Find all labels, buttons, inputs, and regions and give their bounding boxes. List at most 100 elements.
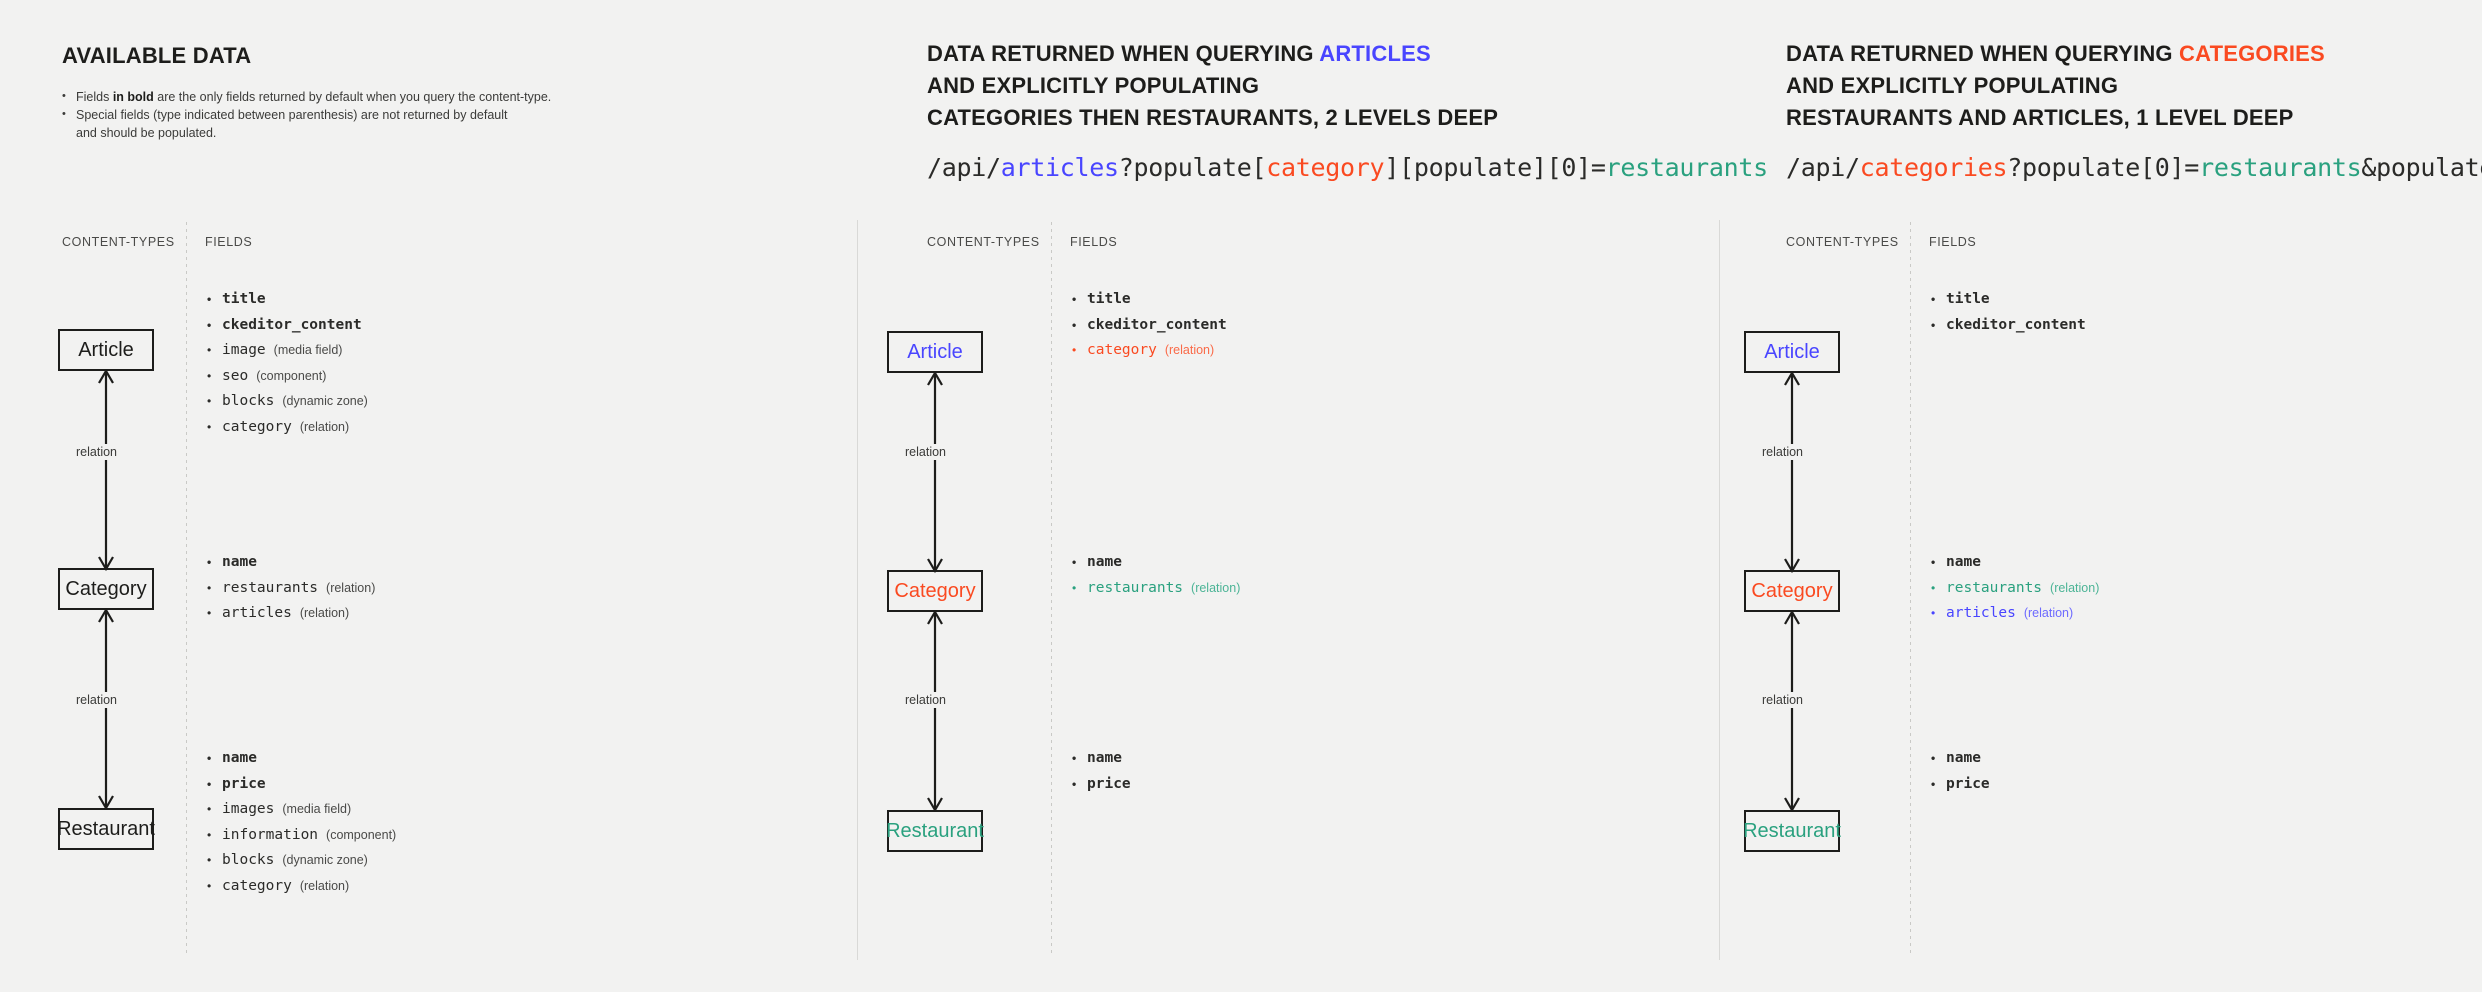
label-fields-articles: FIELDS [1070,235,1118,249]
label-fields-categories: FIELDS [1929,235,1977,249]
content-type-box-article-articles[interactable]: Article [887,331,983,373]
field-list-restaurant-available: namepriceimages(media field) information (… [205,746,396,899]
field-name: category [222,877,292,894]
field-name: price [1087,775,1131,792]
field-name: restaurants [1087,579,1184,596]
content-type-label: Category [894,580,976,602]
content-type-box-article-available[interactable]: Article [58,329,154,371]
relation-label-1-available: relation [72,444,121,460]
field-item-images: images(media field) [205,797,396,823]
note-1-bold: in bold [112,90,154,104]
inner-dotted-divider-available [186,222,187,957]
field-name: information [222,826,319,843]
field-name: images [222,801,275,817]
heading-line-1-pre: DATA RETURNED WHEN QUERYING [927,41,1320,66]
heading-accent-articles: ARTICLES [1319,41,1431,66]
field-type: (dynamic zone) [282,853,368,867]
field-item-price: price [1929,772,1990,798]
field-type: (relation) [326,580,376,595]
field-list-restaurant-articles: nameprice [1070,746,1131,797]
field-item-restaurants: restaurants(relation) [1929,576,2099,602]
note-1-post: are the only fields returned by default … [153,90,552,104]
field-name: name [1087,554,1122,570]
relation-label-1-articles: relation [901,444,950,460]
field-list-category-available: namerestaurants(relation)articles(relati… [205,550,375,627]
field-item-articles: articles(relation) [205,601,375,627]
field-name: name [1946,554,1981,570]
note-item-2: Special fields (type indicated between p… [62,105,662,142]
field-item-name: name [1929,746,1990,772]
content-type-box-restaurant-articles[interactable]: Restaurant [886,810,984,852]
field-name: blocks [222,852,275,868]
field-item-blocks: blocks (dynamic zone) [205,848,396,874]
field-item-name: name [205,746,396,772]
relation-arrow-article-category-available [98,369,114,571]
label-content-types-available: CONTENT-TYPES [62,235,175,249]
content-type-label: Article [907,341,963,363]
panel-divider-1 [857,220,858,960]
panel-divider-2 [1719,220,1720,960]
heading-line-1: DATA RETURNED WHEN QUERYING CATEGORIES [1786,38,2325,70]
field-item-ckeditor_content: ckeditor_content [1070,313,1227,339]
content-type-label: Category [65,578,147,600]
url-seg-articles: articles [1000,153,1119,182]
field-item-category: category (relation) [1070,338,1227,364]
field-type: (component) [326,827,397,842]
field-type: (relation) [1164,343,1215,357]
field-type: (relation) [2023,606,2074,620]
panel-available-data: AVAILABLE DATA Fields in bold are the on… [0,0,857,992]
heading-accent-categories: CATEGORIES [2179,41,2325,66]
field-name: ckeditor_content [1946,316,2086,333]
relation-arrow-category-restaurant-categories [1784,610,1800,812]
field-item-blocks: blocks(dynamic zone) [205,389,368,415]
relation-label-2-categories: relation [1758,692,1807,708]
api-url-categories[interactable]: /api/categories?populate[0]=restaurants&… [1786,153,2482,182]
field-name: title [1087,291,1131,307]
note-2-line-b: and should be populated. [76,126,217,140]
content-type-label: Article [1764,341,1820,363]
content-type-box-category-available[interactable]: Category [58,568,154,610]
content-type-label: Restaurant [1743,820,1841,842]
field-item-name: name [1070,550,1240,576]
note-2-line-a: Special fields (type indicated between p… [76,108,508,122]
field-type: (component) [256,368,327,383]
field-list-article-categories: titleckeditor_content [1929,287,2086,338]
field-type: (relation) [1191,580,1241,595]
content-type-box-restaurant-available[interactable]: Restaurant [57,808,155,850]
field-list-category-categories: name restaurants(relation) articles (relati… [1929,550,2099,627]
field-name: articles [1946,605,2016,621]
relation-arrow-category-restaurant-available [98,608,114,810]
content-type-box-category-categories[interactable]: Category [1744,570,1840,612]
relation-arrow-article-category-articles [927,371,943,573]
field-item-price: price [205,772,396,798]
url-seg-category: category [1266,153,1385,182]
field-type: (relation) [2050,580,2100,595]
panel-categories-query: DATA RETURNED WHEN QUERYING CATEGORIES A… [1719,0,2482,992]
panel-articles-query: DATA RETURNED WHEN QUERYING ARTICLES AND… [857,0,1768,992]
field-item-restaurants: restaurants (relation) [1070,576,1240,602]
field-item-name: name [1929,550,2099,576]
field-list-category-articles: name restaurants (relation) [1070,550,1240,601]
label-content-types-articles: CONTENT-TYPES [927,235,1040,249]
field-item-category: category (relation) [205,874,396,900]
field-item-information: information (component) [205,823,396,849]
inner-dotted-divider-categories [1910,222,1911,957]
field-type: (relation) [299,606,350,620]
content-type-label: Article [78,339,134,361]
field-item-title: title [1070,287,1227,313]
api-url-articles[interactable]: /api/articles?populate[category][populat… [927,153,1768,182]
relation-arrow-category-restaurant-articles [927,610,943,812]
field-type: (relation) [299,419,350,434]
field-name: title [222,291,266,307]
content-type-box-article-categories[interactable]: Article [1744,331,1840,373]
heading-line-1-pre: DATA RETURNED WHEN QUERYING [1786,41,2180,66]
url-seg-categories: categories [1859,153,2008,182]
field-type: (media field) [273,343,343,357]
content-type-box-restaurant-categories[interactable]: Restaurant [1743,810,1841,852]
field-type: (relation) [299,878,350,893]
content-type-box-category-articles[interactable]: Category [887,570,983,612]
heading-line-2: AND EXPLICITLY POPULATING [1786,73,2119,98]
label-content-types-categories: CONTENT-TYPES [1786,235,1899,249]
field-name: blocks [222,393,275,409]
field-name: category [1087,342,1157,358]
